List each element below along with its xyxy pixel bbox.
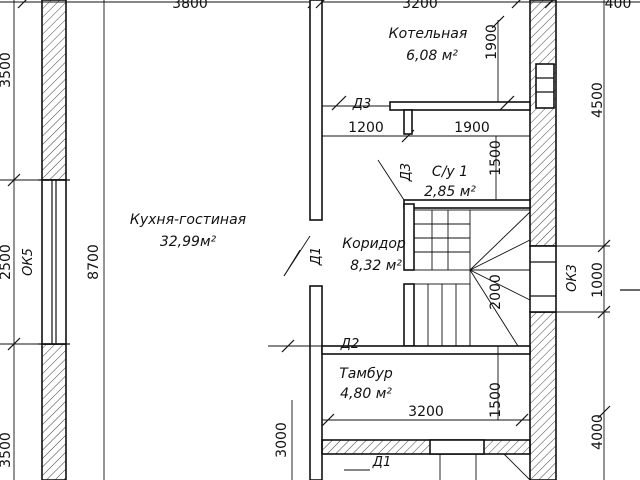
vestibule-walls <box>268 339 531 480</box>
room-kitchen-area: 32,99м² <box>160 234 217 250</box>
boiler-room-wall <box>322 15 531 143</box>
dim-top-mid: 3200 <box>402 0 438 12</box>
room-corridor-area: 8,32 м² <box>350 258 402 274</box>
room-boiler-area: 6,08 м² <box>406 48 458 64</box>
room-corridor-name: Коридор <box>342 236 406 252</box>
label-door-d3-top: Д3 <box>352 97 371 112</box>
dim-stair-height: 2000 <box>488 274 504 310</box>
leader-lines <box>283 235 311 277</box>
dim-top-right: 400 <box>605 0 632 12</box>
dim-left-bottom: 3500 <box>0 432 14 468</box>
label-door-d2: Д2 <box>340 337 359 352</box>
left-dimension-line <box>0 0 42 480</box>
central-wall <box>309 0 325 480</box>
left-wall-bottom <box>41 343 67 480</box>
room-wc-area: 2,85 м² <box>424 184 476 200</box>
room-vestibule-name: Тамбур <box>339 366 393 382</box>
window-ok5 <box>38 179 70 345</box>
staircase <box>403 203 531 347</box>
dim-right-bottom: 4000 <box>590 414 606 450</box>
room-vestibule-area: 4,80 м² <box>340 386 392 402</box>
room-boiler-name: Котельная <box>389 26 468 42</box>
dim-wc-height: 1500 <box>488 140 504 176</box>
dim-boiler-height: 1900 <box>484 24 500 60</box>
right-wall <box>529 0 557 480</box>
dim-vestibule-height: 1500 <box>488 382 504 418</box>
dim-vestibule-width: 3200 <box>408 404 444 420</box>
label-door-d1-mid: Д1 <box>309 247 324 266</box>
room-wc-name: С/у 1 <box>432 164 468 180</box>
room-kitchen-name: Кухня-гостиная <box>130 212 246 228</box>
dim-corridor-left: 1200 <box>348 120 384 136</box>
dim-top-left: 3800 <box>172 0 208 12</box>
dim-right-top: 4500 <box>590 82 606 118</box>
dim-left-mid: 2500 <box>0 244 14 280</box>
dim-left-top: 3500 <box>0 52 14 88</box>
dim-corridor-right: 1900 <box>454 120 490 136</box>
dim-kitchen-height: 8700 <box>86 244 102 280</box>
right-dimension-line <box>556 0 640 480</box>
label-window-ok3: ОК3 <box>565 264 580 292</box>
dim-right-window: 1000 <box>590 262 606 298</box>
left-wall-top <box>41 0 67 181</box>
label-window-ok5: ОК5 <box>21 248 36 276</box>
label-door-d1-bottom: Д1 <box>372 455 391 470</box>
dim-porch-height: 3000 <box>274 422 290 458</box>
label-door-d3-wc: Д3 <box>399 163 414 182</box>
